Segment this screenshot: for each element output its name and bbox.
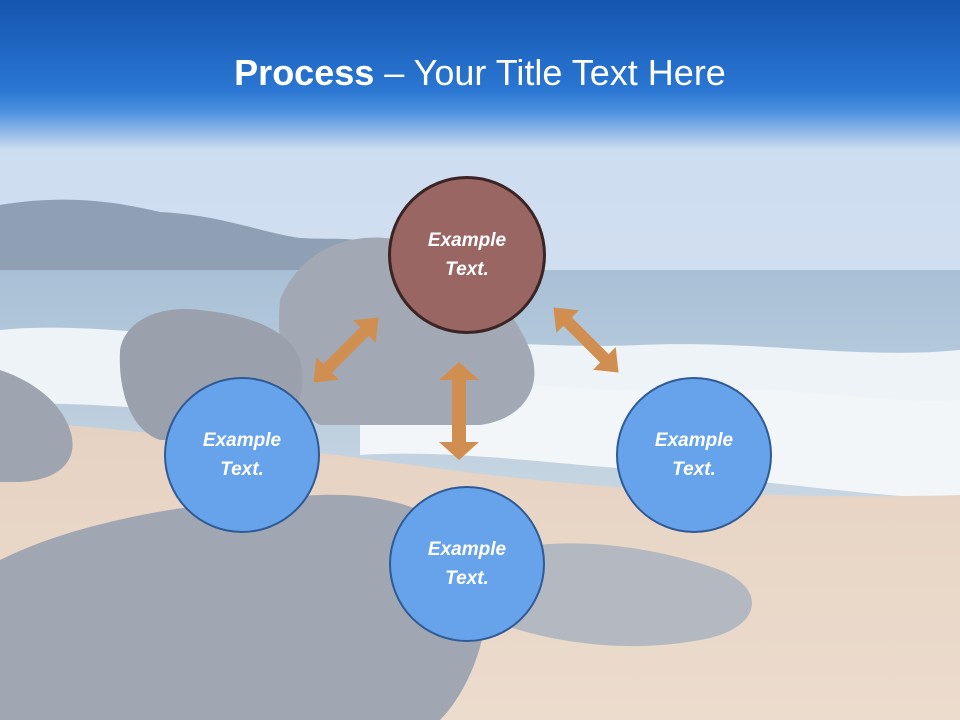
arrow-top-bottom <box>439 362 479 460</box>
slide-title: Process – Your Title Text Here <box>0 52 960 94</box>
process-node-top-text: Example Text. <box>427 230 507 280</box>
process-node-left-text: Example Text. <box>202 430 282 480</box>
process-node-bottom-text: Example Text. <box>427 539 507 589</box>
arrow-top-right <box>553 307 619 373</box>
process-node-top: Example Text. <box>388 176 546 334</box>
title-rest: – Your Title Text Here <box>374 52 726 93</box>
process-node-right-text: Example Text. <box>654 430 734 480</box>
title-bar <box>0 0 960 150</box>
process-node-left: Example Text. <box>164 377 320 533</box>
process-node-right: Example Text. <box>616 377 772 533</box>
title-bold: Process <box>234 52 375 93</box>
process-node-bottom: Example Text. <box>389 486 545 642</box>
arrow-left-top <box>313 317 379 383</box>
